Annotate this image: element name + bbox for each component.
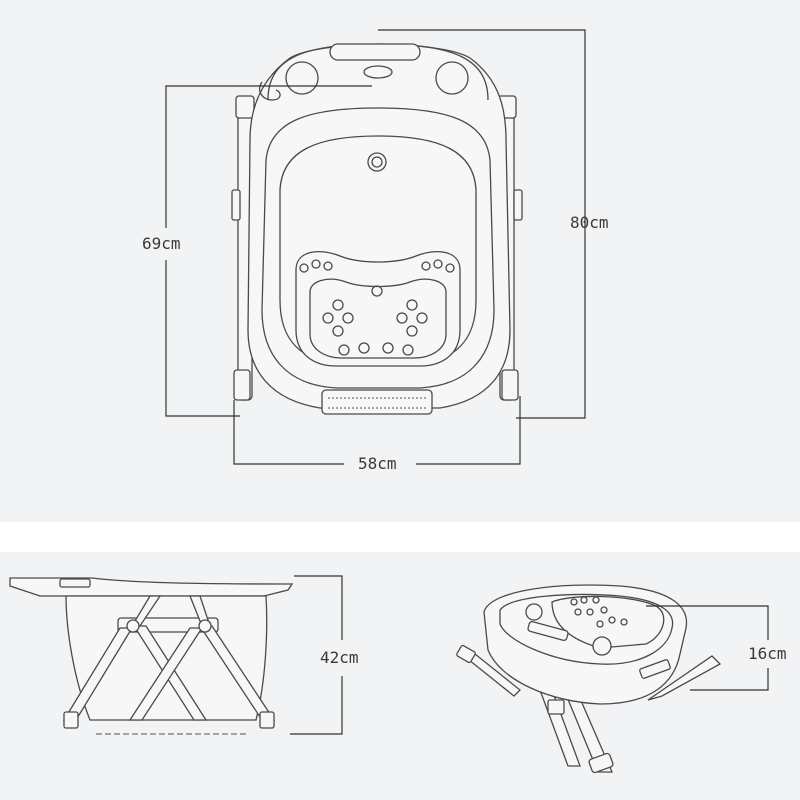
center-logo-plate (363, 65, 393, 79)
label-width: 58cm (358, 454, 397, 473)
dimension-16cm (646, 605, 769, 691)
hose-hook (258, 81, 281, 101)
massage-pad (295, 250, 461, 367)
folded-cup-holder-2 (592, 636, 612, 656)
control-panel (321, 389, 433, 415)
cup-holder-right (435, 61, 469, 95)
dimension-42cm (290, 575, 343, 735)
dimension-80cm (378, 29, 586, 419)
massage-nodes (299, 259, 455, 356)
label-folded-height: 16cm (748, 644, 787, 663)
cup-holder-left (285, 61, 319, 95)
folded-massage-nodes (570, 596, 628, 628)
folded-view-drawing (456, 584, 722, 774)
side-hinge-right (198, 619, 212, 633)
label-height-inner: 69cm (142, 234, 181, 253)
side-view-drawing (9, 577, 294, 735)
dimension-58cm (233, 396, 521, 465)
side-hinge-left (126, 619, 140, 633)
panel-divider (0, 522, 800, 552)
top-view-drawing (231, 43, 523, 415)
label-side-height: 42cm (320, 648, 359, 667)
folded-cup-holder-1 (525, 603, 543, 621)
handle-slot (329, 43, 421, 61)
drain-plug (367, 152, 387, 172)
label-height-total: 80cm (570, 213, 609, 232)
side-tub-rim (9, 577, 294, 597)
dimension-69cm (165, 85, 372, 417)
